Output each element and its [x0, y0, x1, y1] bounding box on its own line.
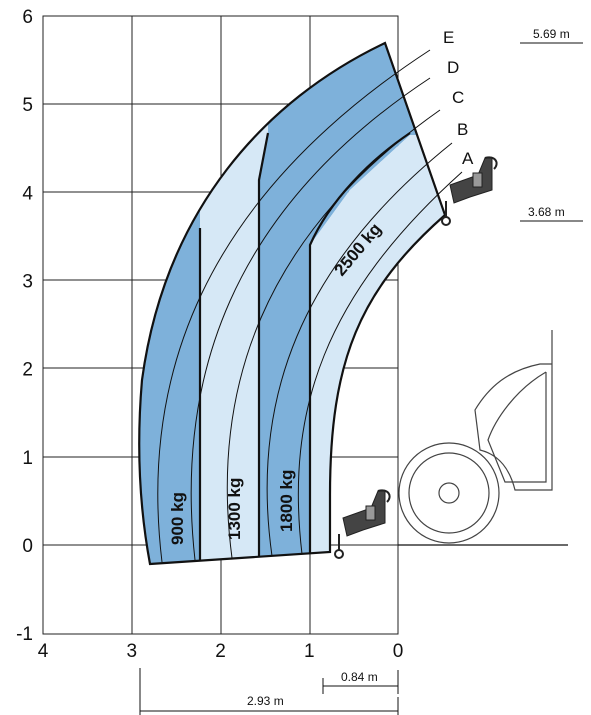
fork-plate: [365, 505, 376, 521]
arc-a: [297, 171, 463, 555]
zone-label-1300kg: 1300 kg: [225, 478, 244, 540]
dimension-label-5.69: 5.69 m: [533, 27, 570, 41]
x-axis-ticks: 4 3 2 1 0: [38, 641, 404, 662]
zone-border-2: [257, 132, 270, 557]
extension-label-b: B: [457, 120, 468, 139]
fork-hook: [377, 489, 391, 503]
x-tick-label: 1: [304, 641, 315, 662]
x-tick-label: 0: [393, 641, 404, 662]
arc-b: [266, 142, 453, 557]
y-tick-label: 1: [22, 448, 33, 469]
x-tick-label: 3: [126, 641, 137, 662]
zone-label-1800kg: 1800 kg: [277, 470, 296, 532]
arc-c: [226, 109, 441, 559]
cab-outline: [474, 330, 553, 491]
dimension-label-0.84: 0.84 m: [341, 670, 378, 684]
x-tick-label: 4: [38, 641, 49, 662]
y-tick-label: 2: [22, 360, 33, 381]
pallet-fork-icon: [441, 156, 498, 226]
fork-pin: [334, 549, 344, 559]
fork-hook: [484, 156, 498, 170]
fork-plate: [472, 172, 483, 188]
height-dimension-top: 5.69 m: [520, 27, 583, 44]
wheel-outer: [398, 442, 500, 544]
pallet-fork-icon: [334, 489, 391, 559]
extension-label-d: D: [447, 58, 459, 77]
y-tick-label: 6: [22, 7, 33, 28]
fork-carriage: [449, 157, 493, 204]
extension-labels: E D C B A: [443, 28, 474, 168]
extension-arcs: [157, 49, 463, 563]
tractor-wheel-icon: [398, 330, 553, 544]
zone-border-3: [308, 132, 411, 554]
height-dimension-mid: 3.68 m: [520, 205, 583, 222]
wheel-hub: [438, 482, 460, 504]
arc-d: [190, 77, 431, 561]
y-tick-label: 3: [22, 272, 33, 293]
reach-dimension-large: 2.93 m: [139, 668, 399, 715]
y-tick-label: -1: [16, 624, 33, 645]
wheel-rim: [408, 452, 490, 534]
y-tick-label: 4: [22, 183, 33, 204]
x-tick-label: 2: [215, 641, 226, 662]
extension-label-e: E: [443, 28, 454, 47]
reach-dimension-small: 0.84 m: [322, 670, 399, 694]
dimension-label-3.68: 3.68 m: [528, 205, 565, 219]
y-tick-label: 0: [22, 536, 33, 557]
extension-label-a: A: [462, 149, 474, 168]
arc-e: [157, 49, 431, 563]
y-tick-label: 5: [22, 95, 33, 116]
zone-label-900kg: 900 kg: [168, 492, 187, 545]
fork-pin: [441, 216, 451, 226]
extension-label-c: C: [452, 88, 464, 107]
dimension-label-2.93: 2.93 m: [247, 694, 284, 708]
cab-window: [487, 371, 547, 483]
fork-carriage: [342, 490, 386, 537]
load-envelope: [138, 41, 447, 566]
y-axis-ticks: 6 5 4 3 2 1 0 -1: [16, 7, 33, 645]
